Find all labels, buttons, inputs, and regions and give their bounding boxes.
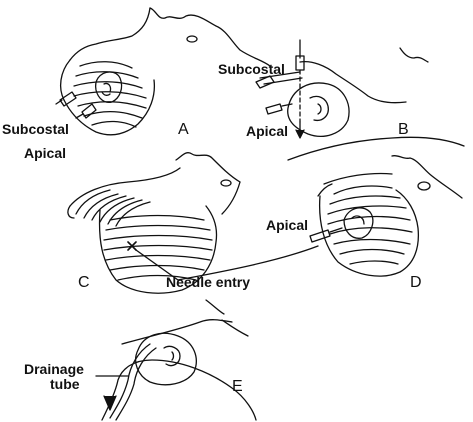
panel-b-drawing bbox=[255, 39, 465, 161]
label-apical-a: Apical bbox=[24, 145, 67, 161]
panel-letter-c: C bbox=[78, 274, 90, 291]
label-needle-entry: Needle entry bbox=[166, 274, 251, 290]
panel-e-drawing bbox=[95, 299, 257, 421]
panel-letter-b: B bbox=[398, 121, 409, 138]
panel-a-drawing bbox=[55, 7, 271, 136]
panel-c-drawing bbox=[67, 152, 241, 294]
label-drainage-tube-line2: tube bbox=[50, 376, 80, 392]
panel-d-drawing bbox=[177, 154, 463, 281]
label-drainage-tube-line1: Drainage bbox=[24, 361, 84, 377]
label-subcostal-b: Subcostal bbox=[218, 61, 285, 77]
label-apical-b: Apical bbox=[246, 123, 289, 139]
panel-letter-e: E bbox=[232, 378, 243, 395]
label-subcostal-a: Subcostal bbox=[2, 121, 69, 137]
label-apical-d: Apical bbox=[266, 217, 309, 233]
panel-letter-d: D bbox=[410, 274, 422, 291]
panel-letter-a: A bbox=[178, 121, 189, 138]
